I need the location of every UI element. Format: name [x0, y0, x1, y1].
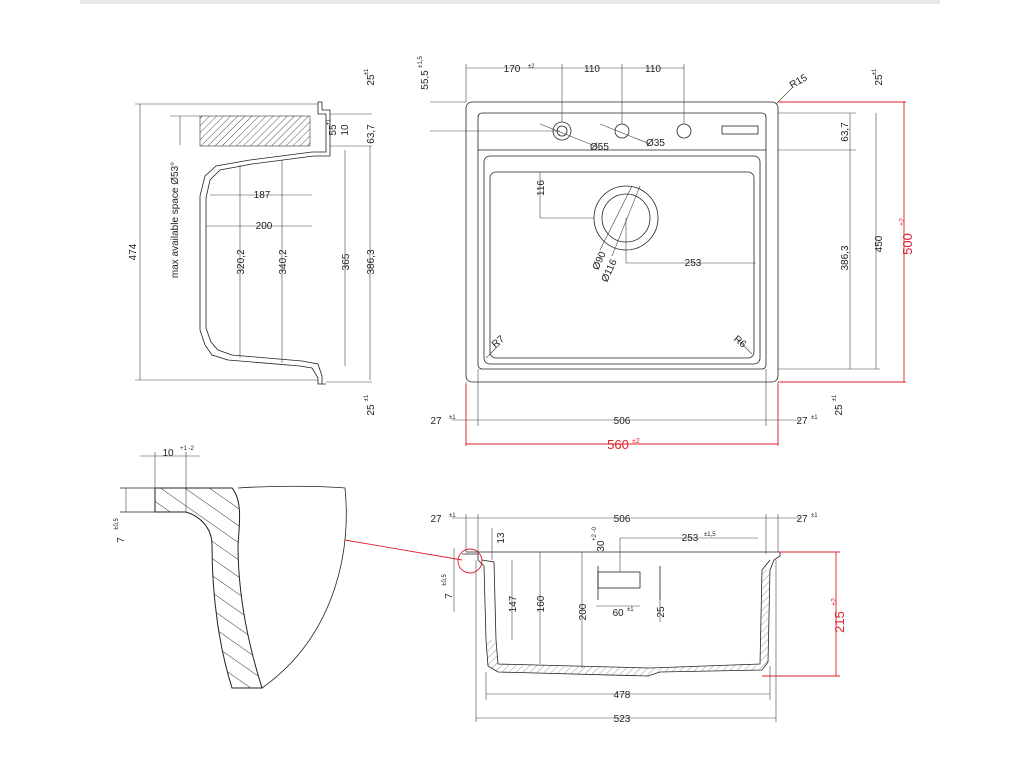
dim-r7: R7 — [490, 333, 507, 350]
dim-170: 170 — [504, 64, 521, 75]
svg-text:±1,5: ±1,5 — [704, 532, 716, 538]
detail-zoom-view: 10 +1 -2 7 ±0,5 — [114, 446, 463, 689]
dim-60: 60 — [612, 608, 624, 619]
dim-27-left-top: 27 — [430, 416, 442, 427]
dim-474: 474 — [128, 243, 139, 260]
dim-7-detail: 7 — [116, 537, 127, 543]
dim-7-front: 7 — [444, 593, 455, 599]
dim-63-7-top: 63,7 — [840, 122, 851, 142]
svg-text:±2: ±2 — [899, 218, 906, 226]
svg-text:±1: ±1 — [811, 415, 818, 421]
svg-text:±2: ±2 — [632, 438, 640, 445]
svg-text:+2 -0: +2 -0 — [592, 526, 598, 541]
dim-147: 147 — [508, 595, 519, 612]
side-section-view: 474 max available space Ø53° 187 200 320… — [128, 68, 377, 416]
dim-386-3-top: 386,3 — [840, 245, 851, 270]
svg-text:±1: ±1 — [627, 607, 634, 613]
svg-text:±1: ±1 — [811, 513, 818, 519]
dim-13: 13 — [496, 532, 507, 544]
dim-hole-55: Ø55 — [590, 142, 609, 153]
svg-text:±0,5: ±0,5 — [442, 574, 448, 586]
dim-160: 160 — [536, 595, 547, 612]
dim-25-bottom-plan: 25 — [834, 404, 845, 416]
svg-text:±2: ±2 — [831, 598, 838, 606]
countertop-hatch — [199, 115, 311, 147]
dim-25-top-plan: 25 — [874, 74, 885, 86]
svg-text:±1: ±1 — [449, 415, 456, 421]
dim-200: 200 — [578, 603, 589, 620]
dim-25-top-side: 25 — [366, 74, 377, 86]
sink-side-profile — [199, 102, 327, 385]
dim-523: 523 — [614, 714, 631, 725]
dim-560: 560 — [607, 437, 629, 452]
dim-386-3-side: 386,3 — [366, 249, 377, 274]
tap-hole-35-b — [676, 123, 692, 139]
dim-478: 478 — [614, 690, 631, 701]
label-available-space: max available space Ø53° — [170, 162, 181, 278]
dim-10-detail: 10 — [162, 448, 174, 459]
svg-text:±1: ±1 — [364, 68, 370, 75]
detail-hatched-wall — [154, 487, 263, 689]
dim-340-2: 340,2 — [278, 249, 289, 274]
svg-text:±2: ±2 — [528, 64, 535, 70]
svg-text:±1: ±1 — [449, 513, 456, 519]
dim-27-right-front: 27 — [796, 514, 808, 525]
dim-27-right-top: 27 — [796, 416, 808, 427]
dim-200: 200 — [256, 221, 273, 232]
dim-27-left-front: 27 — [430, 514, 442, 525]
svg-text:±1: ±1 — [832, 394, 838, 401]
dim-63-7-side: 63,7 — [366, 124, 377, 144]
top-divider-bar — [80, 0, 940, 4]
svg-text:±1: ±1 — [364, 394, 370, 401]
svg-text:±1: ±1 — [872, 68, 878, 75]
bowl-outline — [483, 155, 761, 365]
front-section-view: 27 ±1 506 27 ±1 13 253 ±1,5 30 +2 -0 7 ±… — [430, 513, 847, 725]
dim-365: 365 — [341, 253, 352, 270]
detail-callout-circle — [457, 548, 483, 574]
dim-500: 500 — [900, 233, 915, 255]
dim-r15: R15 — [788, 72, 810, 91]
svg-text:±1: ±1 — [326, 118, 332, 125]
dim-506-front: 506 — [614, 514, 631, 525]
detail-arc — [237, 485, 347, 689]
dim-116-top: 116 — [536, 180, 547, 196]
dim-215: 215 — [832, 611, 847, 633]
dim-55-side: 55 — [328, 124, 339, 136]
dim-10-side: 10 — [340, 124, 351, 136]
dim-253-top: 253 — [685, 258, 702, 269]
top-plan-view: 253 Ø90 Ø116 116 Ø55 Ø35 170 ±2 110 110 … — [418, 56, 915, 452]
dim-506-top: 506 — [614, 416, 631, 427]
overflow-slot — [721, 125, 759, 135]
dim-450: 450 — [874, 235, 885, 252]
dim-30: 30 — [596, 540, 607, 552]
dim-187: 187 — [254, 190, 271, 201]
dim-25-bottom-side: 25 — [366, 404, 377, 416]
dim-110-b: 110 — [645, 64, 661, 75]
dim-253-front: 253 — [682, 533, 699, 544]
dim-320-2: 320,2 — [236, 249, 247, 274]
svg-text:±1,5: ±1,5 — [418, 56, 424, 68]
svg-text:+1 -2: +1 -2 — [180, 446, 195, 452]
drain-block — [597, 571, 641, 589]
dim-25-front: 25 — [656, 606, 667, 618]
svg-text:±0,5: ±0,5 — [114, 518, 120, 530]
dim-110-a: 110 — [584, 64, 600, 75]
dim-55-5: 55,5 — [420, 70, 431, 90]
dim-hole-35: Ø35 — [646, 138, 665, 149]
